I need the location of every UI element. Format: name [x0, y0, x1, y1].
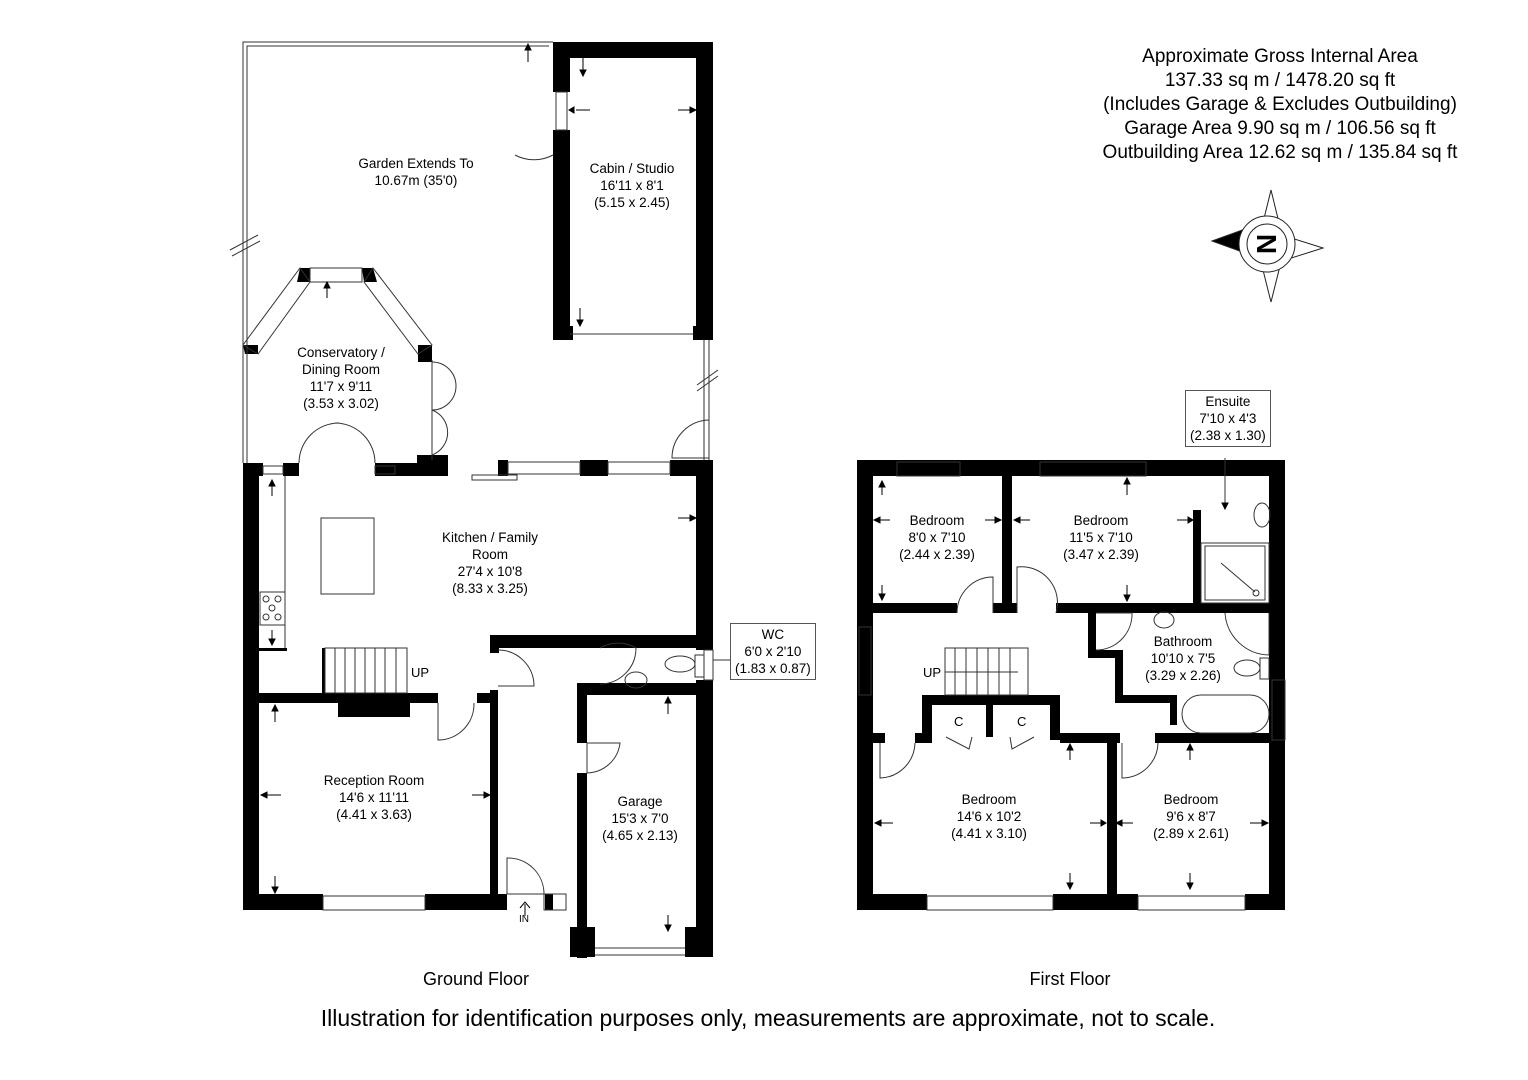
garage-area: Garage Area 9.90 sq m / 106.56 sq ft [1124, 118, 1436, 139]
disclaimer-text: Illustration for identification purposes… [320, 1005, 1216, 1031]
room-label-kitchen: Kitchen / Family Room 27'4 x 10'8 (8.33 … [441, 530, 539, 596]
walls [243, 42, 1285, 958]
first-floor-stairs-label: UP [923, 665, 942, 680]
cupboard-label-1: C [954, 714, 964, 729]
room-label-garden: Garden Extends To 10.67m (35'0) [358, 156, 474, 188]
room-label-bedroom-1: Bedroom 8'0 x 7'10 (2.44 x 2.39) [899, 513, 975, 562]
stairs-up-label: UP [411, 665, 430, 680]
linework [229, 41, 1286, 956]
room-label-bathroom: Bathroom 10'10 x 7'5 (3.29 x 2.26) [1145, 634, 1221, 683]
area-summary: Approximate Gross Internal Area 137.33 s… [1103, 45, 1458, 165]
room-label-wc: WC 6'0 x 2'10 (1.83 x 0.87) [730, 623, 816, 680]
room-label-garage: Garage 15'3 x 7'0 (4.65 x 2.13) [602, 794, 678, 843]
area-title: Approximate Gross Internal Area [1142, 46, 1418, 67]
first-floor-title: First Floor [1029, 969, 1111, 989]
room-label-cabin-studio: Cabin / Studio 16'11 x 8'1 (5.15 x 2.45) [589, 161, 675, 210]
compass-letter: N [1251, 234, 1282, 254]
room-label-conservatory: Conservatory / Dining Room 11'7 x 9'11 (… [297, 345, 385, 411]
gross-area: 137.33 sq m / 1478.20 sq ft [1164, 70, 1396, 91]
room-label-reception: Reception Room 14'6 x 11'11 (4.41 x 3.63… [323, 773, 425, 822]
ground-floor-title: Ground Floor [422, 969, 530, 989]
dimension-arrows [259, 42, 1270, 933]
room-label-bedroom-3: Bedroom 14'6 x 10'2 (4.41 x 3.10) [951, 792, 1027, 841]
area-note: (Includes Garage & Excludes Outbuilding) [1103, 94, 1457, 115]
room-label-ensuite: Ensuite 7'10 x 4'3 (2.38 x 1.30) [1185, 390, 1271, 447]
room-label-bedroom-4: Bedroom 9'6 x 8'7 (2.89 x 2.61) [1153, 792, 1229, 841]
entrance-label: IN [519, 914, 529, 925]
outbuilding-area: Outbuilding Area 12.62 sq m / 135.84 sq … [1102, 142, 1458, 163]
room-label-bedroom-2: Bedroom 11'5 x 7'10 (3.47 x 2.39) [1063, 513, 1139, 562]
cupboard-label-2: C [1017, 714, 1027, 729]
compass-rose-icon [1210, 189, 1325, 303]
